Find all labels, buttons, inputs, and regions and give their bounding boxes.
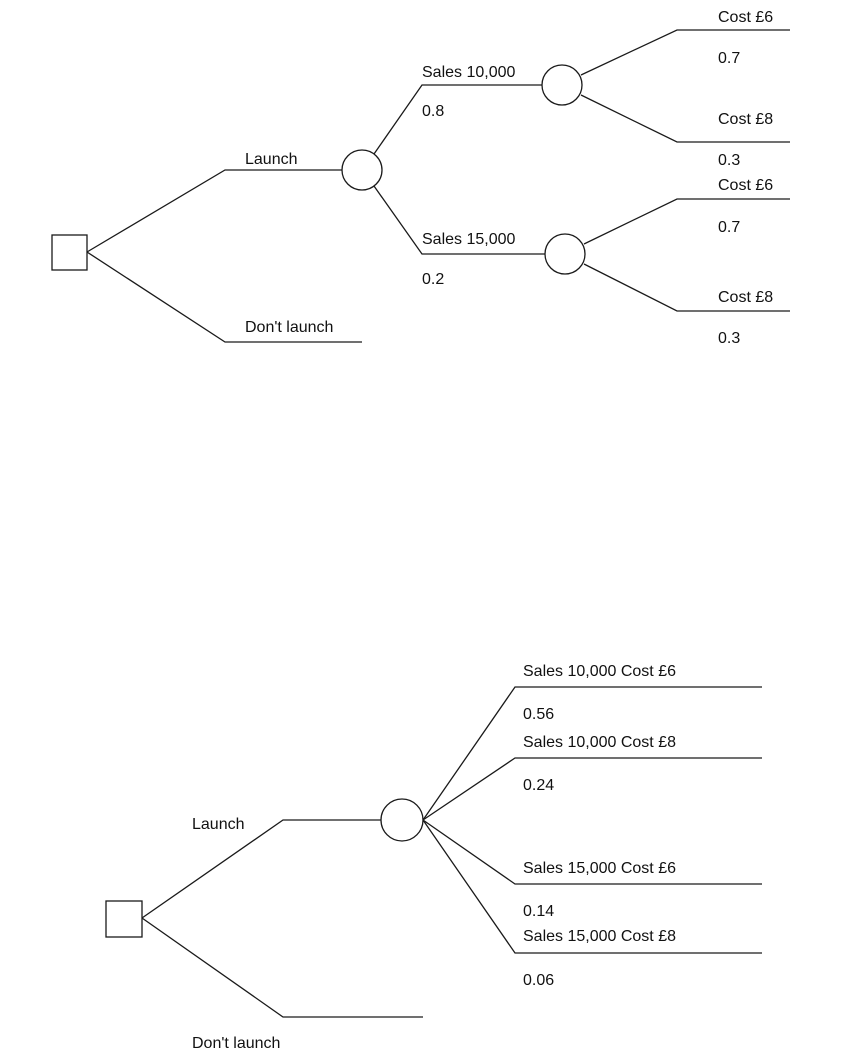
tree1-high-cost8-label: Cost £8	[718, 111, 773, 128]
tree1-dont-launch-branch	[86, 251, 362, 343]
tree1-launch-branch	[86, 169, 342, 253]
tree1-high-cost8-branch	[580, 94, 790, 143]
tree1-low-cost8-branch	[583, 263, 790, 312]
tree1-low-cost8-prob: 0.3	[718, 330, 740, 347]
tree1-high-cost6-branch	[580, 29, 790, 76]
tree2-outcome-4-prob: 0.06	[523, 972, 554, 989]
tree2-chance-node	[380, 798, 424, 842]
tree2-outcome-2-prob: 0.24	[523, 777, 554, 794]
tree1-sales-high-branch	[373, 84, 542, 155]
tree-2: Launch Don't launch Sales 10,000 Cost £6…	[105, 663, 762, 1052]
tree-1: Launch Don't launch Sales 10,000 0.8 Sal…	[51, 9, 790, 347]
tree1-dont-launch-label: Don't launch	[245, 319, 333, 336]
tree2-launch-label: Launch	[192, 816, 245, 833]
tree2-outcome-1-prob: 0.56	[523, 706, 554, 723]
tree2-dont-launch-branch	[141, 917, 423, 1018]
tree2-launch-branch	[141, 819, 381, 919]
tree1-sales-low-prob: 0.2	[422, 271, 444, 288]
tree1-low-cost6-label: Cost £6	[718, 177, 773, 194]
tree1-sales-high-label: Sales 10,000	[422, 64, 516, 81]
tree1-high-cost6-prob: 0.7	[718, 50, 740, 67]
tree2-outcome-4-label: Sales 15,000 Cost £8	[523, 928, 676, 945]
tree1-sales-low-label: Sales 15,000	[422, 231, 516, 248]
tree1-decision-node	[51, 234, 88, 271]
tree1-high-cost8-prob: 0.3	[718, 152, 740, 169]
tree2-outcome-branch-1	[422, 686, 762, 821]
tree1-chance-node-sales-high	[541, 64, 583, 106]
tree2-outcome-3-label: Sales 15,000 Cost £6	[523, 860, 676, 877]
tree1-low-cost8-label: Cost £8	[718, 289, 773, 306]
tree2-outcome-branch-2	[422, 757, 762, 821]
tree1-high-cost6-label: Cost £6	[718, 9, 773, 26]
tree1-launch-label: Launch	[245, 151, 298, 168]
tree2-decision-node	[105, 900, 143, 938]
tree1-chance-node-launch	[341, 149, 383, 191]
tree2-outcome-branch-3	[422, 819, 762, 885]
tree1-sales-low-branch	[373, 185, 545, 255]
tree1-sales-high-prob: 0.8	[422, 103, 444, 120]
tree2-outcome-branch-4	[422, 819, 762, 954]
tree1-low-cost6-branch	[583, 198, 790, 245]
tree1-low-cost6-prob: 0.7	[718, 219, 740, 236]
tree2-dont-launch-label: Don't launch	[192, 1035, 280, 1052]
tree1-chance-node-sales-low	[544, 233, 586, 275]
tree2-outcome-2-label: Sales 10,000 Cost £8	[523, 734, 676, 751]
tree2-outcome-3-prob: 0.14	[523, 903, 554, 920]
tree2-outcome-1-label: Sales 10,000 Cost £6	[523, 663, 676, 680]
